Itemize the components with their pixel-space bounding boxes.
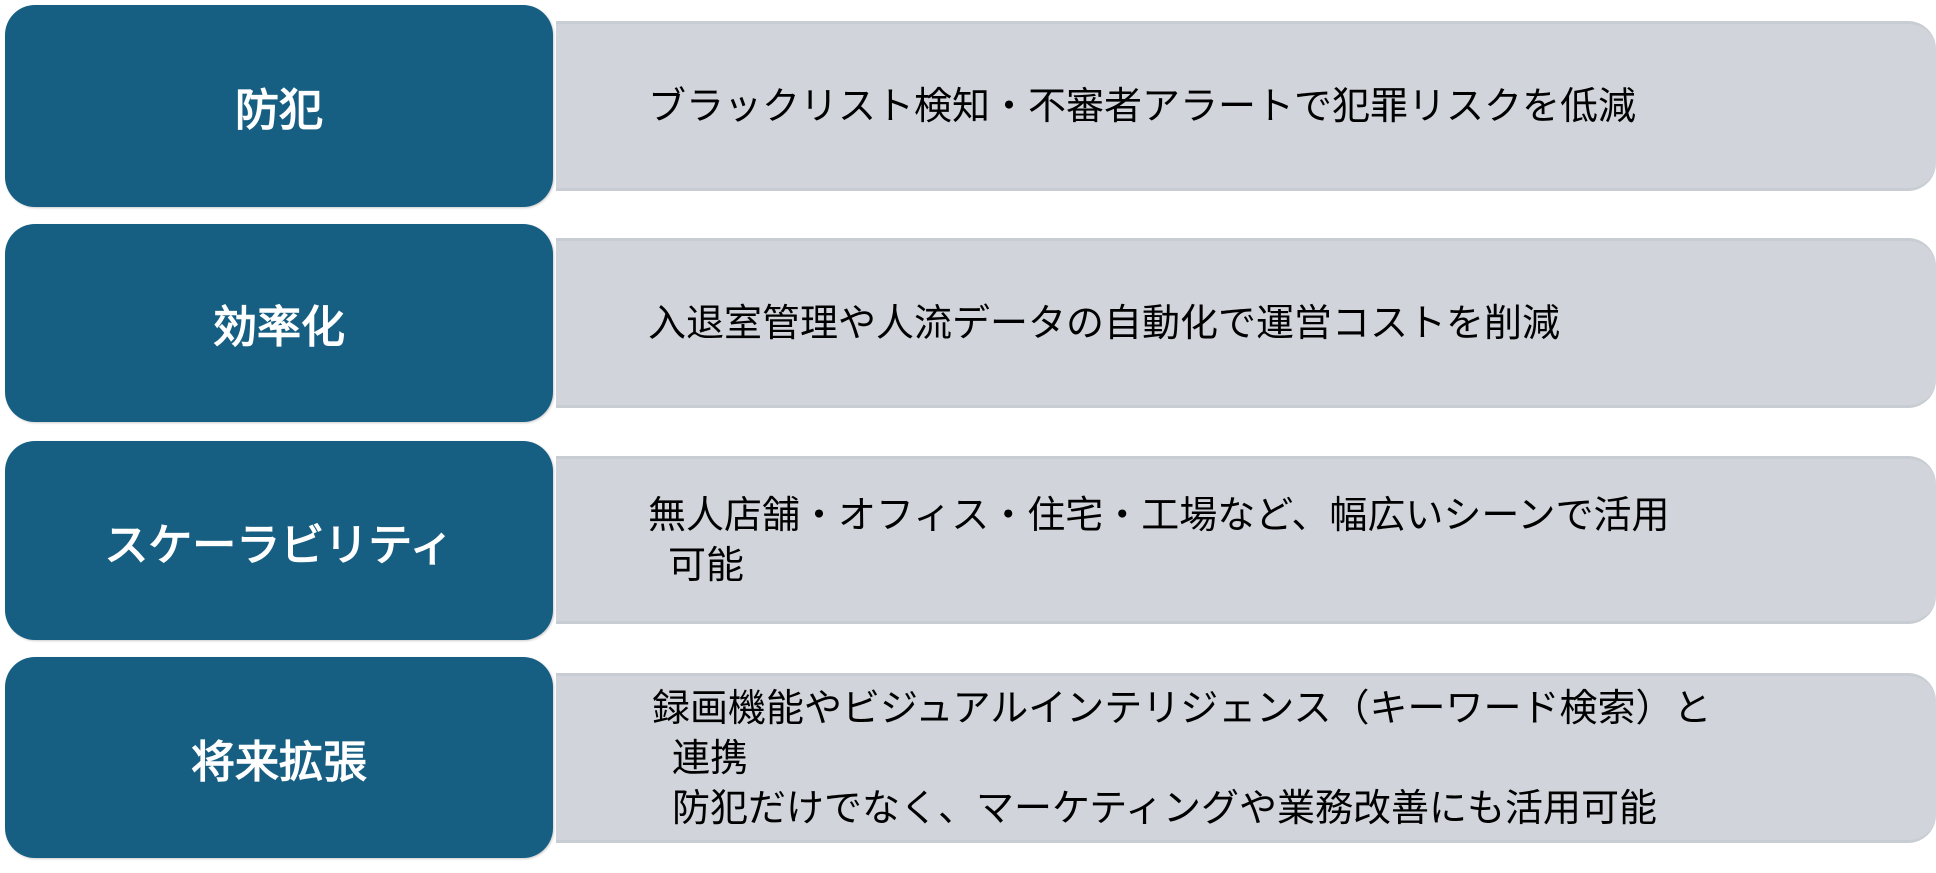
label-future-expansion: 将来拡張 — [5, 657, 553, 858]
label-efficiency: 効率化 — [5, 224, 553, 422]
desc-crime-prevention: ブラックリスト検知・不審者アラートで犯罪リスクを低減 — [556, 21, 1936, 191]
desc-line: 入退室管理や人流データの自動化で運営コストを削減 — [648, 301, 1561, 345]
desc-line: 可能 — [668, 543, 745, 587]
desc-line: 連携 — [672, 736, 749, 780]
desc-future-expansion: 録画機能やビジュアルインテリジェンス（キーワード検索）と 連携 防犯だけでなく、… — [556, 673, 1936, 843]
desc-line: 録画機能やビジュアルインテリジェンス（キーワード検索）と — [652, 686, 1712, 730]
desc-line: 防犯だけでなく、マーケティングや業務改善にも活用可能 — [672, 786, 1657, 830]
label-scalability: スケーラビリティ — [5, 441, 553, 640]
desc-line: ブラックリスト検知・不審者アラートで犯罪リスクを低減 — [648, 84, 1637, 128]
desc-line: 無人店舗・オフィス・住宅・工場など、幅広いシーンで活用 — [648, 493, 1670, 537]
desc-efficiency: 入退室管理や人流データの自動化で運営コストを削減 — [556, 238, 1936, 408]
label-crime-prevention: 防犯 — [5, 5, 553, 207]
desc-scalability: 無人店舗・オフィス・住宅・工場など、幅広いシーンで活用 可能 — [556, 456, 1936, 624]
